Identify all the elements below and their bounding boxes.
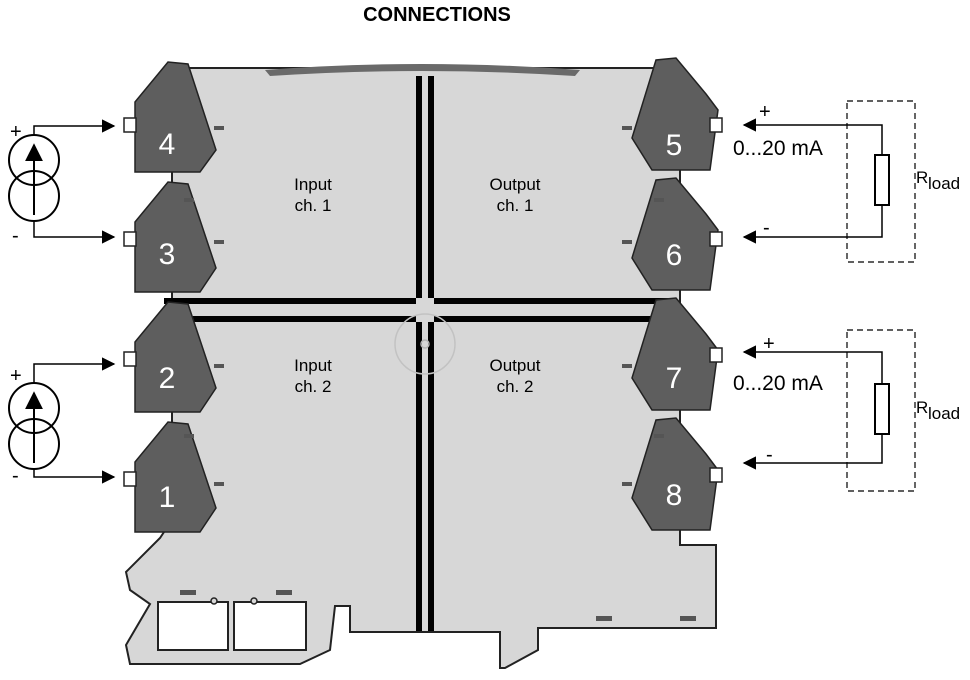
diagram-title: CONNECTIONS — [363, 4, 511, 26]
terminal-label-1: 1 — [159, 481, 176, 514]
current-source-ch2: + - — [8, 357, 116, 487]
terminal-label-8: 8 — [666, 479, 683, 512]
source-ch1-minus: - — [12, 225, 19, 247]
input-ch2-sublabel: ch. 2 — [295, 377, 332, 396]
terminal-block-3[interactable]: 3 — [123, 181, 217, 293]
load-ch1-subscript: load — [928, 174, 960, 193]
load-ch2-label: R — [916, 398, 928, 417]
output-ch2-sublabel: ch. 2 — [497, 377, 534, 396]
din-slot-left — [157, 601, 229, 651]
load-ch1-label: R — [916, 168, 928, 187]
channel-divider — [164, 76, 674, 631]
output-ch2-range: 0...20 mA — [733, 372, 823, 395]
terminal-label-2: 2 — [159, 362, 176, 395]
terminal-block-4[interactable]: 4 — [123, 61, 217, 173]
input-ch2-label: Input — [294, 356, 332, 375]
load-ch2-subscript: load — [928, 404, 960, 423]
top-cover — [265, 64, 580, 76]
terminal-block-5[interactable]: 5 — [631, 57, 723, 171]
terminal-label-5: 5 — [666, 129, 683, 162]
output-ch1-plus: + — [759, 101, 771, 123]
load-ch2: + - 0...20 mA R load — [733, 329, 960, 492]
terminal-label-4: 4 — [159, 128, 176, 161]
load-ch1: + - 0...20 mA R load — [733, 100, 960, 263]
output-ch1-minus: - — [763, 217, 770, 239]
output-ch1-range: 0...20 mA — [733, 137, 823, 160]
input-ch1-label: Input — [294, 175, 332, 194]
output-ch2-plus: + — [763, 333, 775, 355]
output-ch2-minus: - — [766, 444, 773, 466]
source-ch1-plus: + — [10, 121, 22, 143]
terminal-label-7: 7 — [666, 362, 683, 395]
terminal-block-7[interactable]: 7 — [631, 297, 723, 411]
input-ch1-sublabel: ch. 1 — [295, 196, 332, 215]
terminal-block-8[interactable]: 8 — [631, 417, 723, 531]
terminal-block-1[interactable]: 1 — [123, 421, 217, 533]
terminal-block-6[interactable]: 6 — [631, 177, 723, 291]
terminal-label-3: 3 — [159, 238, 176, 271]
source-ch2-minus: - — [12, 465, 19, 487]
terminal-label-6: 6 — [666, 239, 683, 272]
source-ch2-plus: + — [10, 365, 22, 387]
output-ch1-label: Output — [489, 175, 540, 194]
din-slot-right — [233, 601, 307, 651]
output-ch2-label: Output — [489, 356, 540, 375]
current-source-ch1: + - — [8, 119, 116, 247]
terminal-block-2[interactable]: 2 — [123, 301, 217, 413]
output-ch1-sublabel: ch. 1 — [497, 196, 534, 215]
